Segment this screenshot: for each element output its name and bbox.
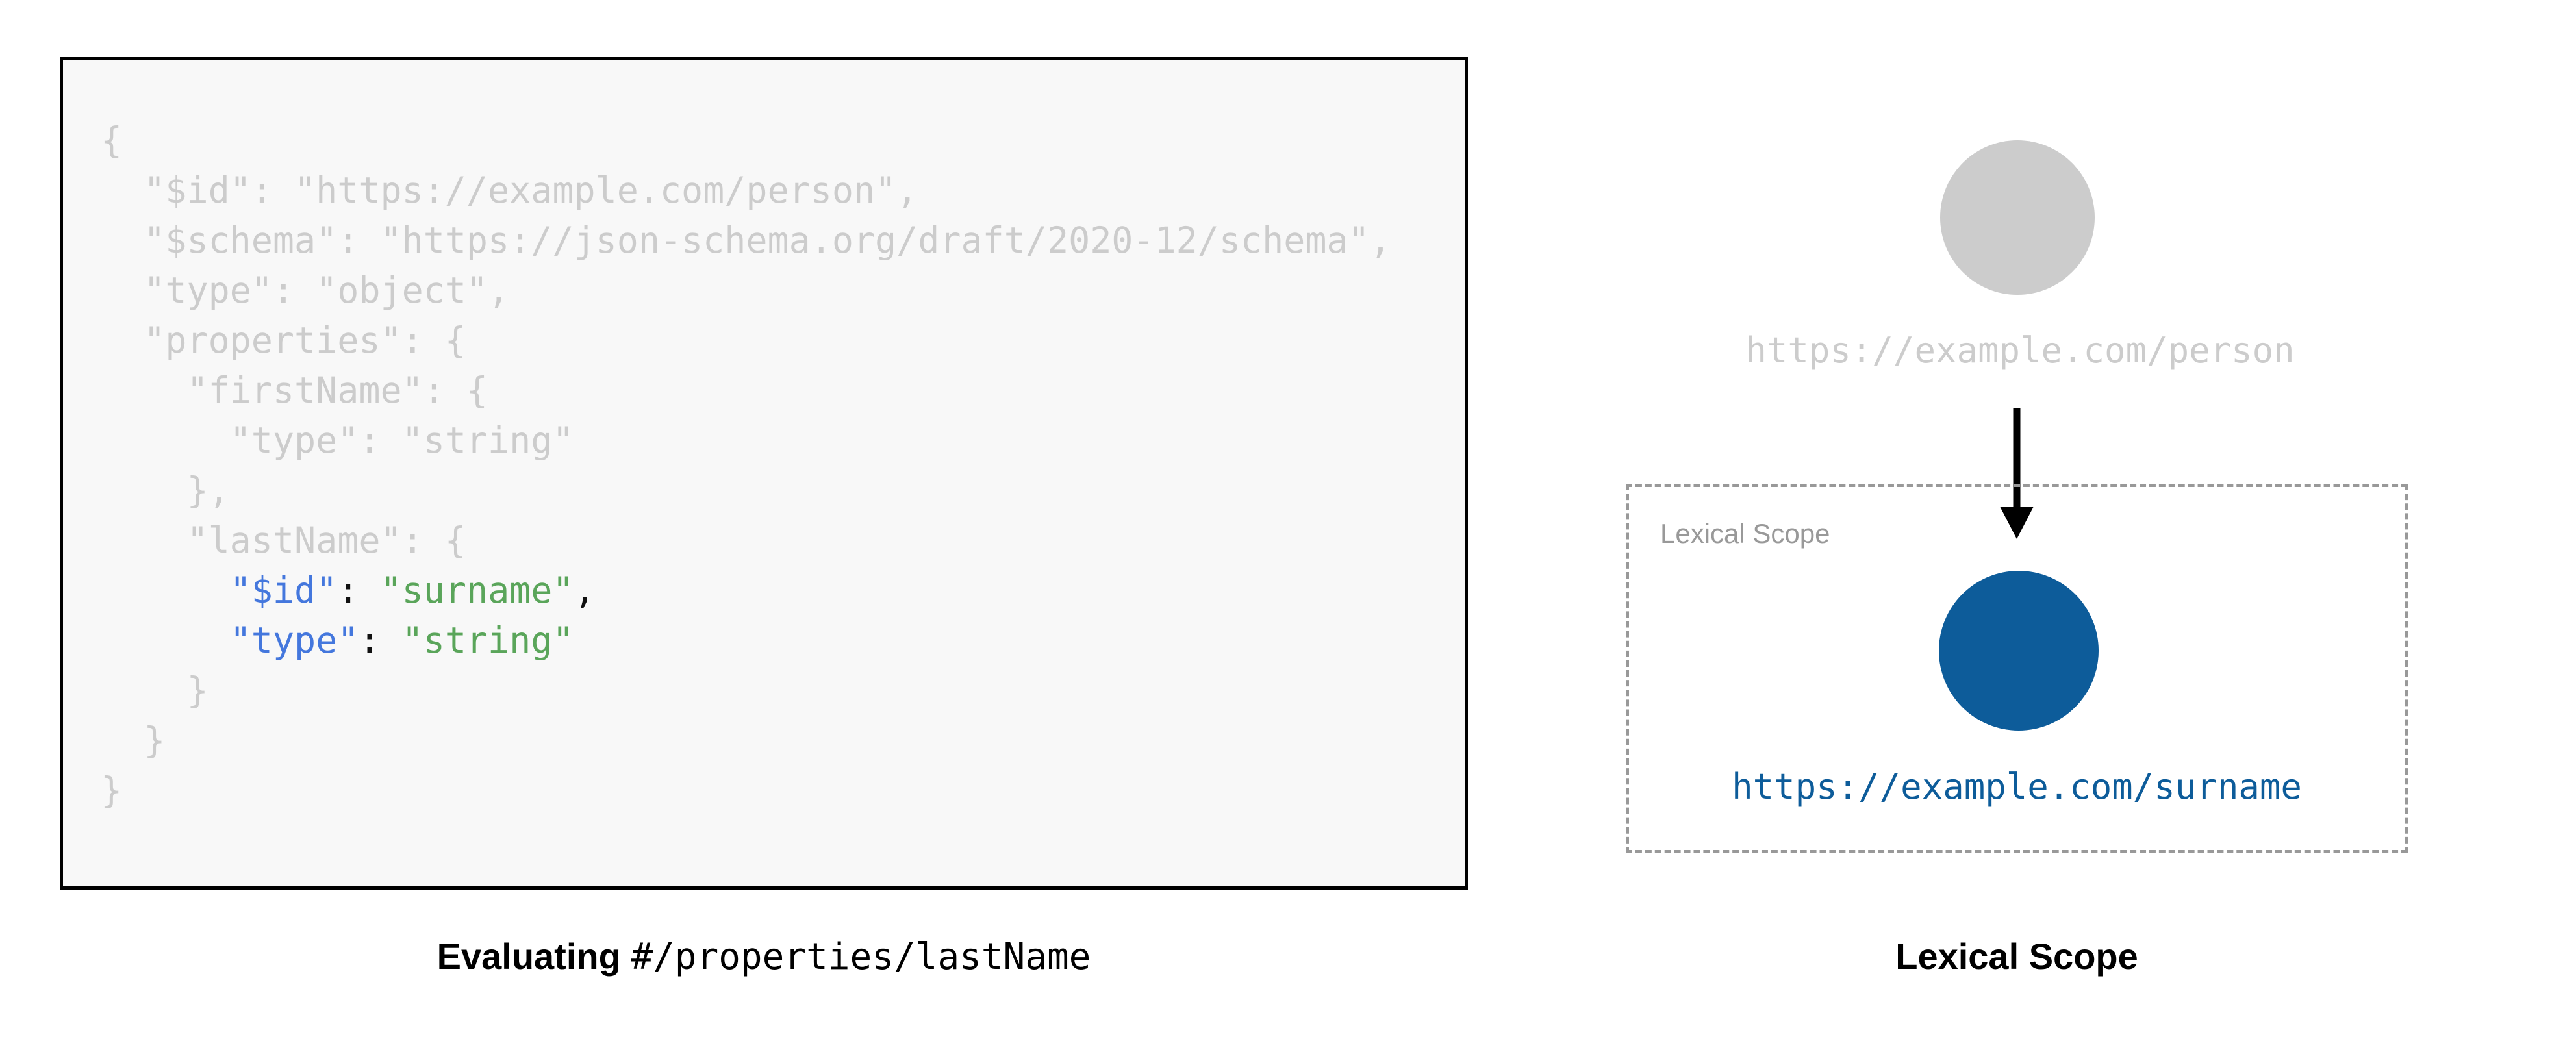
code-line: "type": "string" bbox=[101, 416, 1391, 466]
code-token: } bbox=[101, 720, 166, 761]
json-code-text: { "$id": "https://example.com/person", "… bbox=[101, 116, 1391, 816]
caption-pointer-label: #/properties/lastName bbox=[631, 936, 1091, 978]
code-line: }, bbox=[101, 466, 1391, 516]
code-token: }, bbox=[101, 469, 230, 511]
code-token: , bbox=[574, 570, 596, 611]
code-line: "$id": "surname", bbox=[101, 566, 1391, 616]
code-token: "type" bbox=[229, 620, 359, 661]
code-line: { bbox=[101, 116, 1391, 166]
inner-schema-node-circle-icon bbox=[1939, 571, 2099, 731]
code-sample-panel: { "$id": "https://example.com/person", "… bbox=[60, 57, 1468, 978]
code-line: } bbox=[101, 766, 1391, 816]
inner-schema-node-label: https://example.com/surname bbox=[1732, 766, 2302, 807]
code-token: "$id" bbox=[229, 570, 338, 611]
code-token: } bbox=[101, 670, 208, 711]
outer-schema-node-circle-icon bbox=[1940, 140, 2095, 295]
code-line: } bbox=[101, 716, 1391, 766]
code-token: "lastName": { bbox=[101, 520, 466, 561]
left-panel-caption: Evaluating #/properties/lastName bbox=[60, 935, 1468, 978]
code-token: : bbox=[359, 620, 402, 661]
code-token bbox=[101, 570, 230, 611]
caption-bold-label: Evaluating bbox=[436, 936, 621, 977]
code-token: "$schema": "https://json-schema.org/draf… bbox=[101, 219, 1391, 261]
code-token: "type": "object", bbox=[101, 269, 510, 311]
outer-schema-node-label: https://example.com/person bbox=[1745, 330, 2295, 371]
code-token: { bbox=[101, 119, 123, 161]
right-panel-caption: Lexical Scope bbox=[1895, 936, 2138, 977]
code-line: "type": "string" bbox=[101, 616, 1391, 666]
code-line: "$schema": "https://json-schema.org/draf… bbox=[101, 216, 1391, 266]
lexical-scope-boundary-box: Lexical Scope bbox=[1626, 484, 2408, 853]
code-line: "properties": { bbox=[101, 316, 1391, 366]
code-token: "string" bbox=[401, 620, 574, 661]
code-line: "type": "object", bbox=[101, 266, 1391, 316]
code-line: "$id": "https://example.com/person", bbox=[101, 166, 1391, 216]
code-line: } bbox=[101, 666, 1391, 716]
code-token: "type": "string" bbox=[101, 419, 574, 461]
code-line: "lastName": { bbox=[101, 516, 1391, 566]
code-token: "properties": { bbox=[101, 319, 466, 361]
code-token: : bbox=[337, 570, 381, 611]
lexical-scope-diagram-panel: https://example.com/person Lexical Scope… bbox=[1559, 0, 2576, 1039]
code-token: "$id": "https://example.com/person", bbox=[101, 169, 918, 211]
code-token: "surname" bbox=[380, 570, 574, 611]
code-token bbox=[101, 620, 230, 661]
code-line: "firstName": { bbox=[101, 366, 1391, 416]
code-token: "firstName": { bbox=[101, 369, 488, 411]
lexical-scope-box-label: Lexical Scope bbox=[1660, 518, 1830, 549]
json-code-block: { "$id": "https://example.com/person", "… bbox=[60, 57, 1468, 890]
code-token: } bbox=[101, 770, 123, 811]
downward-arrow-icon bbox=[2000, 408, 2034, 539]
